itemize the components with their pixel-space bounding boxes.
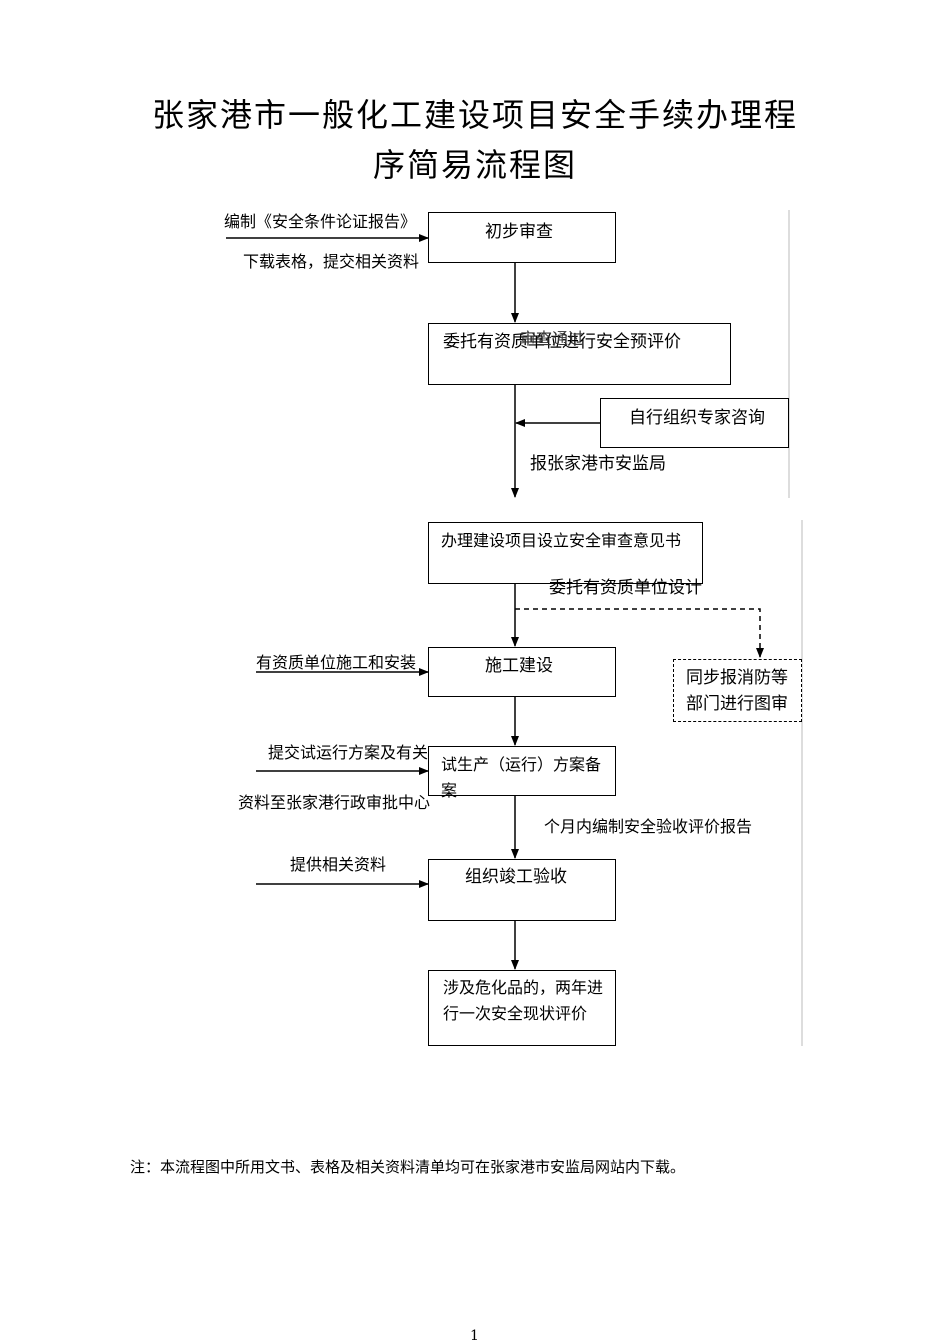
fire-review-text-line2: 部门进行图审: [686, 694, 788, 714]
trial-production-text: 试生产（运行）方案备案: [441, 755, 602, 800]
box-construction: 施工建设: [428, 647, 616, 697]
fire-review-text-line1: 同步报消防等: [686, 668, 788, 688]
hazmat-text-line2: 行一次安全现状评价: [443, 1004, 588, 1023]
label-submit-trial-plan: 提交试运行方案及有关: [268, 743, 429, 762]
arrow-branch-to-fire-review: [515, 608, 764, 658]
expert-consult-text: 自行组织专家咨询: [629, 408, 765, 428]
box-expert-consult: 自行组织专家咨询: [600, 398, 789, 448]
initial-review-text: 初步审查: [485, 222, 553, 242]
box-safety-opinion: 办理建设项目设立安全审查意见书: [428, 522, 703, 584]
box-initial-review: 初步审查: [428, 212, 616, 263]
safety-opinion-text: 办理建设项目设立安全审查意见书: [441, 531, 682, 550]
entrust-pre-eval-text: 委托有资质单位进行安全预评价: [443, 332, 681, 352]
label-compile-report: 编制《安全条件论证报告》: [224, 212, 417, 231]
label-download-forms: 下载表格，提交相关资料: [243, 252, 420, 271]
footnote: 注：本流程图中所用文书、表格及相关资料清单均可在张家港市安监局网站内下载。: [130, 1158, 686, 1176]
box-acceptance: 组织竣工验收: [428, 859, 616, 921]
box-entrust-pre-eval: 委托有资质单位进行安全预评价: [428, 323, 731, 385]
label-entrust-design: 委托有资质单位设计: [549, 578, 702, 598]
acceptance-text: 组织竣工验收: [465, 867, 567, 887]
box-trial-production: 试生产（运行）方案备案: [428, 746, 616, 800]
label-months-report: 个月内编制安全验收评价报告: [544, 817, 753, 836]
page-title-line1: 张家港市一般化工建设项目安全手续办理程: [151, 96, 798, 134]
label-materials-to-center: 资料至张家港行政审批中心: [238, 793, 431, 812]
label-after-pass: 审查通过: [520, 329, 585, 348]
page-number: 1: [470, 1328, 479, 1344]
box-fire-review: 同步报消防等 部门进行图审: [673, 659, 802, 722]
label-qualified-install: 有资质单位施工和安装: [256, 653, 417, 672]
hazmat-text-line1: 涉及危化品的，两年进: [443, 978, 604, 997]
box-hazmat-evaluation: 涉及危化品的，两年进 行一次安全现状评价: [428, 970, 616, 1046]
construction-text: 施工建设: [485, 656, 553, 676]
label-report-bureau: 报张家港市安监局: [530, 454, 666, 474]
label-provide-materials: 提供相关资料: [290, 855, 387, 874]
page-title-line2: 序简易流程图: [372, 146, 577, 184]
